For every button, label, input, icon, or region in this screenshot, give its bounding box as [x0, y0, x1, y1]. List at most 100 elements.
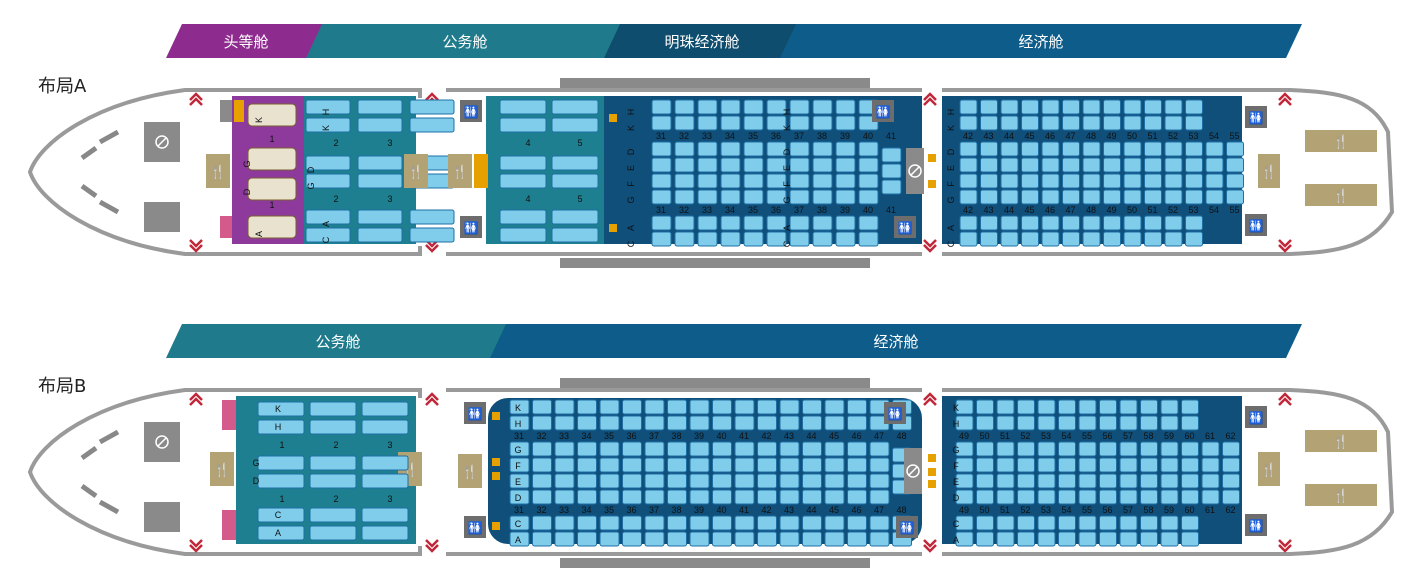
economy-seat[interactable] — [955, 489, 974, 505]
pearl-seat[interactable] — [789, 173, 810, 189]
economy-seat[interactable] — [1037, 441, 1056, 457]
economy-seat[interactable] — [1185, 141, 1203, 157]
economy-seat[interactable] — [1144, 173, 1162, 189]
pearl-seat[interactable] — [812, 173, 833, 189]
economy-seat[interactable] — [622, 473, 642, 489]
economy-seat[interactable] — [1185, 215, 1203, 231]
economy-seat[interactable] — [1181, 399, 1199, 415]
economy-seat[interactable] — [869, 515, 890, 531]
pearl-seat[interactable] — [835, 173, 856, 189]
economy-seat[interactable] — [802, 531, 822, 547]
economy-seat[interactable] — [1078, 457, 1097, 473]
economy-seat[interactable] — [1021, 157, 1039, 173]
economy-seat[interactable] — [869, 457, 890, 473]
economy-seat[interactable] — [509, 473, 530, 489]
economy-seat[interactable] — [802, 489, 822, 505]
pearl-seat[interactable] — [697, 99, 718, 115]
economy-seat[interactable] — [1119, 399, 1138, 415]
economy-seat[interactable] — [1062, 215, 1080, 231]
pearl-seat[interactable] — [881, 147, 902, 163]
economy-seat[interactable] — [1144, 231, 1162, 247]
economy-seat[interactable] — [509, 441, 530, 457]
first-suite[interactable] — [247, 103, 297, 127]
business-seat[interactable] — [409, 209, 455, 225]
economy-seat[interactable] — [976, 441, 994, 457]
business-seat[interactable] — [309, 507, 357, 523]
economy-seat[interactable] — [824, 441, 845, 457]
economy-seat[interactable] — [1000, 99, 1019, 115]
economy-seat[interactable] — [779, 441, 800, 457]
pearl-seat[interactable] — [697, 231, 718, 247]
economy-seat[interactable] — [1041, 215, 1060, 231]
economy-seat[interactable] — [955, 531, 974, 547]
economy-seat[interactable] — [1181, 531, 1199, 547]
economy-seat[interactable] — [1041, 157, 1060, 173]
economy-seat[interactable] — [1021, 215, 1039, 231]
economy-seat[interactable] — [1201, 473, 1220, 489]
economy-seat[interactable] — [1201, 441, 1220, 457]
economy-seat[interactable] — [1000, 231, 1019, 247]
pearl-seat[interactable] — [789, 157, 810, 173]
pearl-seat[interactable] — [858, 189, 879, 205]
economy-seat[interactable] — [1119, 515, 1138, 531]
economy-seat[interactable] — [1222, 441, 1240, 457]
economy-seat[interactable] — [847, 473, 867, 489]
economy-seat[interactable] — [847, 415, 867, 431]
pearl-seat[interactable] — [697, 115, 718, 131]
economy-seat[interactable] — [980, 99, 998, 115]
economy-seat[interactable] — [1021, 173, 1039, 189]
economy-seat[interactable] — [1078, 441, 1097, 457]
economy-seat[interactable] — [955, 515, 974, 531]
economy-seat[interactable] — [1226, 173, 1244, 189]
economy-seat[interactable] — [554, 441, 575, 457]
economy-seat[interactable] — [1058, 473, 1076, 489]
economy-seat[interactable] — [980, 231, 998, 247]
economy-seat[interactable] — [1017, 441, 1035, 457]
economy-seat[interactable] — [622, 457, 642, 473]
economy-seat[interactable] — [1123, 115, 1142, 131]
economy-seat[interactable] — [622, 515, 642, 531]
economy-seat[interactable] — [1103, 215, 1121, 231]
business-seat[interactable] — [305, 173, 351, 189]
economy-seat[interactable] — [1078, 473, 1097, 489]
economy-seat[interactable] — [802, 473, 822, 489]
pearl-seat[interactable] — [743, 141, 764, 157]
economy-seat[interactable] — [824, 531, 845, 547]
business-seat[interactable] — [257, 525, 305, 541]
economy-seat[interactable] — [734, 415, 755, 431]
economy-seat[interactable] — [1062, 115, 1080, 131]
economy-seat[interactable] — [1099, 441, 1117, 457]
pearl-seat[interactable] — [743, 115, 764, 131]
economy-seat[interactable] — [779, 399, 800, 415]
economy-seat[interactable] — [1185, 189, 1203, 205]
pearl-seat[interactable] — [766, 99, 787, 115]
economy-seat[interactable] — [779, 457, 800, 473]
economy-seat[interactable] — [712, 531, 732, 547]
economy-seat[interactable] — [1181, 457, 1199, 473]
economy-seat[interactable] — [1082, 215, 1101, 231]
business-seat[interactable] — [409, 99, 455, 115]
economy-seat[interactable] — [757, 441, 777, 457]
business-seat[interactable] — [499, 173, 547, 189]
economy-seat[interactable] — [757, 457, 777, 473]
economy-seat[interactable] — [1160, 399, 1179, 415]
pearl-seat[interactable] — [651, 173, 672, 189]
economy-seat[interactable] — [644, 457, 665, 473]
economy-seat[interactable] — [1181, 473, 1199, 489]
economy-seat[interactable] — [667, 457, 687, 473]
economy-seat[interactable] — [712, 399, 732, 415]
business-seat[interactable] — [551, 117, 599, 133]
economy-seat[interactable] — [509, 399, 530, 415]
pearl-seat[interactable] — [789, 215, 810, 231]
pearl-seat[interactable] — [835, 231, 856, 247]
economy-seat[interactable] — [734, 531, 755, 547]
pearl-seat[interactable] — [766, 189, 787, 205]
economy-seat[interactable] — [1099, 473, 1117, 489]
economy-seat[interactable] — [1103, 99, 1121, 115]
pearl-seat[interactable] — [697, 189, 718, 205]
economy-seat[interactable] — [1037, 531, 1056, 547]
economy-seat[interactable] — [1185, 173, 1203, 189]
economy-seat[interactable] — [1021, 115, 1039, 131]
business-seat[interactable] — [305, 99, 351, 115]
economy-seat[interactable] — [577, 399, 597, 415]
